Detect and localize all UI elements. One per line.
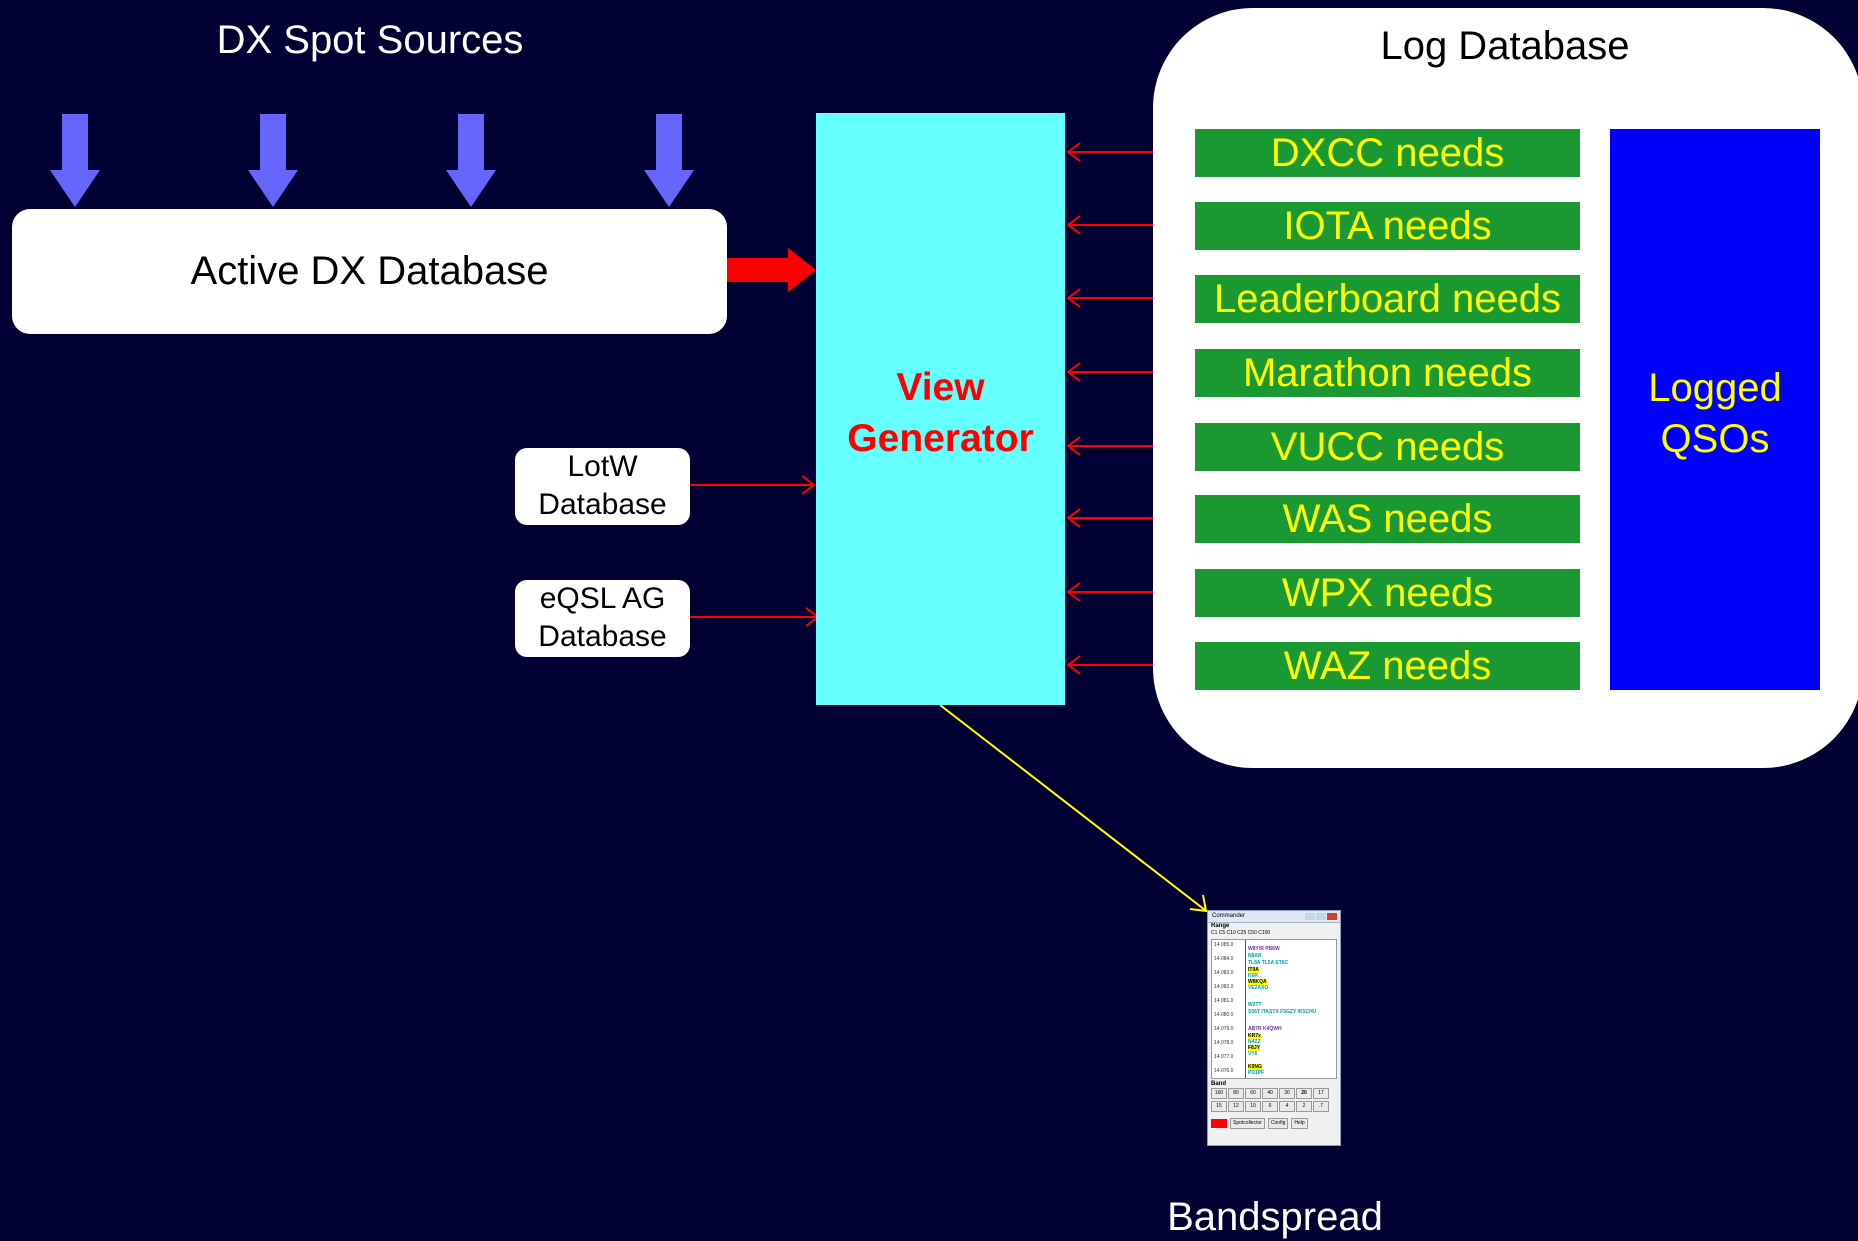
active-dx-database-box: Active DX Database <box>12 209 727 334</box>
spot-callsign[interactable]: W8KQA <box>1248 979 1267 985</box>
spot-callsign[interactable]: VE2AXO <box>1248 985 1269 991</box>
freq-label: 14.077.0 <box>1214 1054 1234 1060</box>
waz-needs-box: WAZ needs <box>1195 642 1580 690</box>
band-button[interactable]: 6 <box>1262 1101 1278 1112</box>
maximize-icon[interactable] <box>1316 913 1326 920</box>
spot-callsign[interactable]: W2TT <box>1248 1002 1262 1008</box>
spot-scale-area[interactable]: 14.085.0 14.084.0 14.083.0 14.082.0 14.0… <box>1211 939 1337 1079</box>
logged-qsos-label: Logged QSOs <box>1610 363 1820 465</box>
view-generator-line2: Generator <box>847 417 1034 460</box>
lotw-database-box: LotW Database <box>515 448 690 525</box>
freq-label: 14.080.0 <box>1214 1012 1234 1018</box>
freq-label: 14.083.0 <box>1214 970 1234 976</box>
dxcc-needs-box: DXCC needs <box>1195 129 1580 177</box>
band-button[interactable]: 160 <box>1211 1088 1227 1099</box>
help-button[interactable]: Help <box>1291 1118 1308 1129</box>
freq-label: 14.084.0 <box>1214 956 1234 962</box>
window-controls <box>1304 913 1338 920</box>
logged-qsos-box <box>1610 129 1820 690</box>
freq-label: 14.079.0 <box>1214 1026 1234 1032</box>
spot-callsign[interactable]: W8Y/R PB6W <box>1248 946 1280 952</box>
band-button[interactable]: 15 <box>1211 1101 1227 1112</box>
spot-callsign[interactable]: N8AR <box>1248 953 1262 959</box>
spot-arrow-3 <box>446 114 496 207</box>
view-generator-label: View Generator <box>816 362 1065 464</box>
leaderboard-needs-box: Leaderboard needs <box>1195 275 1580 323</box>
database-link-arrows <box>690 475 820 627</box>
status-indicator <box>1211 1119 1227 1128</box>
band-button[interactable]: 2 <box>1296 1101 1312 1112</box>
lotw-line1: LotW <box>567 450 638 483</box>
band-row-1: 160 80 60 40 30 20 17 <box>1208 1088 1340 1099</box>
marathon-needs-box: Marathon needs <box>1195 349 1580 397</box>
band-button[interactable]: 4 <box>1279 1101 1295 1112</box>
commander-bandspread-window: Commander Range C1 C5 C10 C25 C50 C100 1… <box>1207 910 1341 1146</box>
spot-callsign[interactable]: S56T ITASTX F5GZY IK5CHU <box>1248 1009 1317 1015</box>
spot-arrow-4 <box>644 114 694 207</box>
spot-callsign[interactable]: KR7x <box>1248 1033 1261 1039</box>
band-button[interactable]: 40 <box>1262 1088 1278 1099</box>
spotcollector-button[interactable]: Spotcollector <box>1230 1118 1265 1129</box>
range-title: Range <box>1211 923 1230 929</box>
view-generator-line1: View <box>896 366 985 409</box>
freq-label: 14.078.0 <box>1214 1040 1234 1046</box>
spot-callsign[interactable]: K0NG <box>1248 1064 1262 1070</box>
log-database-title: Log Database <box>1380 24 1630 68</box>
eqsl-line2: Database <box>538 620 667 653</box>
band-button[interactable]: 80 <box>1228 1088 1244 1099</box>
was-needs-box: WAS needs <box>1195 495 1580 543</box>
eqsl-line1: eQSL AG <box>539 582 666 615</box>
minimize-icon[interactable] <box>1305 913 1315 920</box>
active-to-view-arrow <box>727 248 816 292</box>
band-button[interactable]: 30 <box>1279 1088 1295 1099</box>
vucc-needs-box: VUCC needs <box>1195 423 1580 471</box>
spot-callsign[interactable]: TL8A TL5A ET6C <box>1248 960 1289 966</box>
band-row-2: 15 12 10 6 4 2 .7 <box>1208 1101 1340 1112</box>
spot-source-arrows <box>50 114 694 207</box>
band-button[interactable]: 60 <box>1245 1088 1261 1099</box>
spot-callsign[interactable]: VY6 <box>1248 1051 1258 1057</box>
close-icon[interactable] <box>1327 913 1337 920</box>
spot-callsign[interactable]: PD1PF <box>1248 1070 1265 1076</box>
band-button[interactable]: 12 <box>1228 1101 1244 1112</box>
view-generator-box <box>816 113 1065 705</box>
commander-titlebar: Commander <box>1208 911 1340 923</box>
config-button[interactable]: Config <box>1267 1118 1289 1129</box>
spot-sources-title: DX Spot Sources <box>216 18 524 62</box>
freq-label: 14.082.0 <box>1214 984 1234 990</box>
spot-callsign[interactable]: N4ZZ <box>1248 1039 1261 1045</box>
bandspread-output-arrow <box>939 704 1208 913</box>
commander-title: Commander <box>1212 913 1246 919</box>
band-button[interactable]: 17 <box>1313 1088 1329 1099</box>
freq-label: 14.081.0 <box>1214 998 1234 1004</box>
wpx-needs-box: WPX needs <box>1195 569 1580 617</box>
band-button[interactable]: 20 <box>1296 1088 1312 1099</box>
iota-needs-box: IOTA needs <box>1195 202 1580 250</box>
band-button[interactable]: .7 <box>1313 1101 1329 1112</box>
logged-qsos-line2: QSOs <box>1660 417 1770 461</box>
logged-qsos-line1: Logged <box>1648 366 1782 410</box>
frequency-scale-line <box>1245 940 1246 1078</box>
commander-bottom-row: Spotcollector Config Help <box>1208 1114 1340 1133</box>
active-dx-database-label: Active DX Database <box>190 249 549 293</box>
range-options[interactable]: C1 C5 C10 C25 C50 C100 <box>1211 930 1271 936</box>
freq-label: 14.085.0 <box>1214 942 1234 948</box>
band-button[interactable]: 10 <box>1245 1101 1261 1112</box>
spot-callsign[interactable]: K6R <box>1248 973 1259 979</box>
freq-label: 14.076.0 <box>1214 1068 1234 1074</box>
spot-callsign[interactable]: F8JY <box>1248 1045 1260 1051</box>
lotw-line2: Database <box>538 488 667 521</box>
eqsl-database-box: eQSL AG Database <box>515 580 690 657</box>
band-title: Band <box>1211 1081 1226 1087</box>
spot-callsign[interactable]: AB7R K4QWH <box>1248 1026 1282 1032</box>
spot-arrow-2 <box>248 114 298 207</box>
spot-arrow-1 <box>50 114 100 207</box>
bandspread-label: Bandspread <box>1167 1195 1383 1239</box>
spot-callsign[interactable]: IT9A <box>1248 967 1259 973</box>
